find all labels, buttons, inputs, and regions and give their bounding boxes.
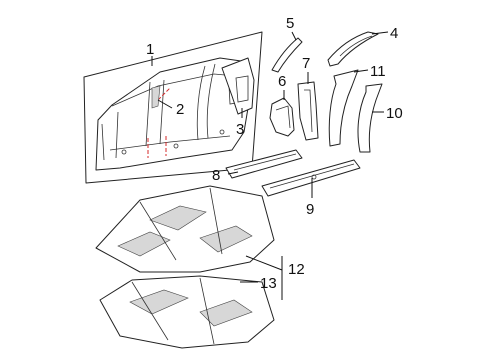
callout-11: 11: [370, 63, 386, 80]
leader-lines: [151, 31, 389, 300]
part-1-hole: [121, 149, 127, 155]
part-11-quarter-outer[interactable]: [328, 69, 359, 147]
part-10-rear-pillar[interactable]: [357, 83, 383, 153]
part-6-flange: [275, 105, 291, 129]
part-12-seat-well: [117, 231, 171, 257]
part-13-rear-floor[interactable]: [99, 275, 275, 349]
part-4-flange: [339, 35, 373, 57]
part-1-cut-marks: [147, 87, 171, 158]
part-5-roof-rail-front[interactable]: [271, 37, 303, 73]
part-7-shape: [297, 81, 319, 141]
part-12-ribs: [139, 187, 223, 261]
part-4-shape: [327, 31, 379, 67]
part-3-quarter-inner[interactable]: [221, 57, 255, 115]
part-7-b-pillar-inner[interactable]: [297, 81, 319, 141]
callout-10: 10: [386, 105, 403, 122]
part-13-outline: [99, 275, 275, 349]
part-6-pillar-reinforcement[interactable]: [269, 97, 295, 137]
part-3-opening: [235, 75, 249, 103]
leader-2: [157, 99, 173, 109]
callout-labels: 1 2 3 4 5 6 7 8 9 10 11 12 13: [146, 15, 403, 292]
callout-5: 5: [286, 15, 294, 32]
part-1-hole: [173, 143, 179, 149]
callout-13: 13: [260, 275, 277, 292]
part-2-b-pillar[interactable]: [151, 85, 161, 109]
callout-2: 2: [176, 101, 184, 118]
part-2-shape: [151, 85, 161, 109]
part-1-b-pillar: [145, 79, 165, 147]
callout-3: 3: [236, 121, 244, 138]
part-5-shape: [271, 37, 303, 73]
part-1-hole: [219, 129, 225, 135]
callout-7: 7: [302, 55, 310, 72]
callout-12: 12: [288, 261, 305, 278]
callout-4: 4: [390, 25, 398, 42]
part-6-shape: [269, 97, 295, 137]
part-9-rocker-outer[interactable]: [261, 159, 361, 197]
part-11-shape: [328, 69, 359, 147]
leader-12: [245, 255, 283, 300]
leader-4: [371, 31, 389, 35]
part-1-a-pillar: [101, 111, 119, 161]
part-12-seat-well: [199, 225, 253, 253]
part-4-roof-rail-rear[interactable]: [327, 31, 379, 67]
part-8-flange: [233, 153, 297, 171]
part-8-rocker-inner[interactable]: [225, 149, 303, 179]
part-12-tunnel: [149, 205, 207, 231]
callout-6: 6: [278, 73, 286, 90]
leader-5: [291, 31, 297, 41]
callout-8: 8: [212, 167, 220, 184]
part-12-floor-pan[interactable]: [95, 185, 275, 273]
part-7-rib: [304, 89, 313, 133]
part-1-side-panel[interactable]: [83, 31, 263, 184]
callout-9: 9: [306, 201, 314, 218]
leader-8: [227, 171, 239, 175]
callout-1: 1: [146, 41, 154, 58]
part-13-ribs: [131, 277, 215, 345]
part-13-pocket: [129, 289, 189, 315]
part-9-hole: [311, 174, 317, 180]
part-1-sill: [109, 135, 231, 151]
part-12-outline: [95, 185, 275, 273]
part-1-c-pillar: [196, 63, 216, 141]
part-10-shape: [357, 83, 383, 153]
leader-11: [353, 69, 369, 73]
